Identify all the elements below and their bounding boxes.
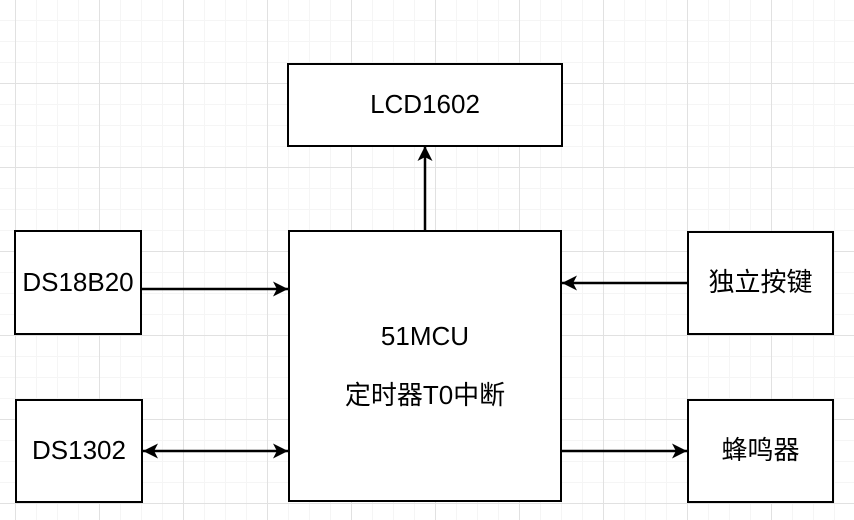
- block-mcu: 51MCU 定时器T0中断: [288, 230, 562, 502]
- block-lcd1602: LCD1602: [287, 63, 563, 147]
- block-ds1302: DS1302: [15, 399, 143, 503]
- block-independent-keys-label: 独立按键: [708, 267, 813, 298]
- block-buzzer: 蜂鸣器: [687, 399, 834, 503]
- block-buzzer-label: 蜂鸣器: [721, 435, 800, 466]
- block-ds18b20-label: DS18B20: [22, 266, 134, 297]
- block-independent-keys: 独立按键: [687, 231, 834, 335]
- block-mcu-label-line1: 51MCU: [380, 321, 470, 351]
- block-ds1302-label: DS1302: [32, 435, 126, 466]
- block-ds18b20: DS18B20: [14, 230, 142, 335]
- block-lcd1602-label: LCD1602: [370, 89, 480, 120]
- block-mcu-label-line2: 定时器T0中断: [344, 380, 506, 410]
